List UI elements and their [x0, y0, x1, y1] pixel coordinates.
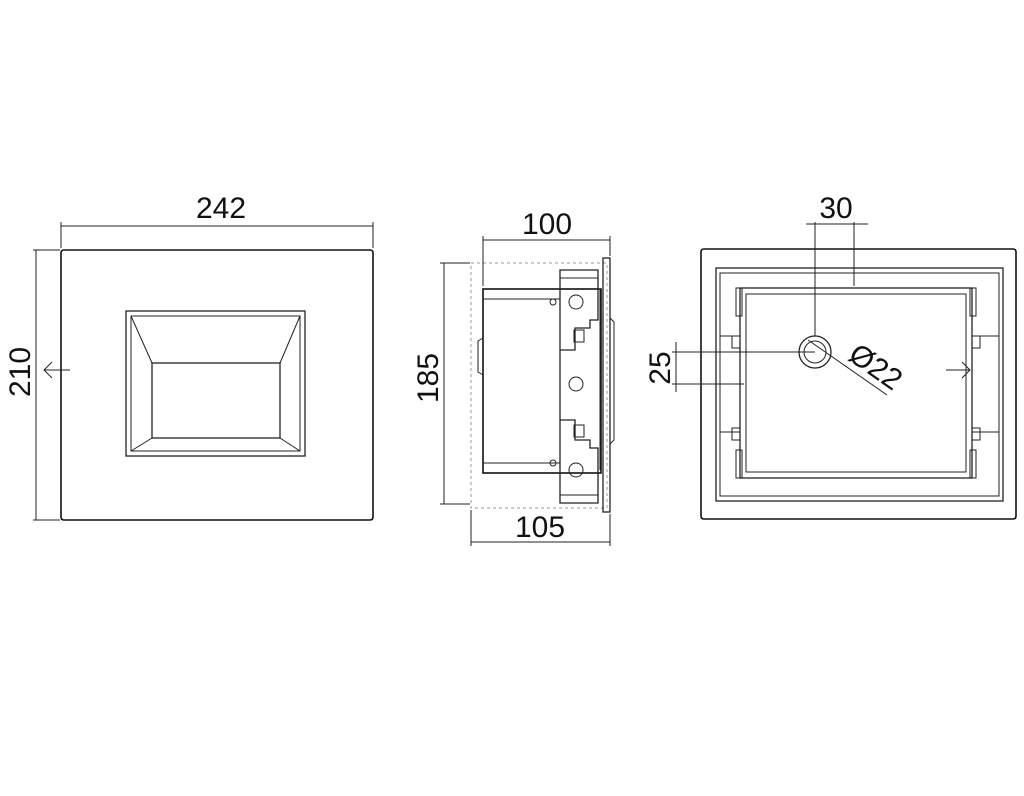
side-bracket — [559, 269, 599, 504]
side-bottom-dimension: 105 — [470, 510, 611, 546]
side-top-label: 100 — [522, 208, 572, 241]
side-front-plate — [602, 257, 611, 513]
back-hole-height-dimension: 25 — [644, 342, 815, 392]
back-view: 30 25 Ø22 — [644, 192, 1017, 520]
side-height-dimension: 185 — [412, 262, 470, 505]
side-housing — [482, 288, 602, 474]
front-window-outer — [125, 310, 306, 457]
back-hole-offset-label: 30 — [819, 192, 852, 225]
front-plate-outline — [60, 249, 374, 521]
front-window-bevel — [130, 315, 301, 452]
side-bottom-label: 105 — [515, 511, 565, 544]
back-hole-diameter-label: Ø22 — [843, 337, 908, 397]
back-hole-offset-dimension: 30 — [806, 192, 868, 336]
front-height-label: 210 — [4, 347, 37, 397]
front-height-dimension: 210 — [4, 249, 60, 521]
front-width-label: 242 — [196, 192, 246, 225]
side-hidden-outline — [470, 262, 608, 509]
side-view: 100 185 105 — [412, 208, 615, 546]
front-window-inner — [151, 362, 281, 439]
front-view: 242 210 — [4, 192, 374, 521]
back-box-inner — [739, 287, 973, 479]
back-plate-outline — [700, 248, 1017, 520]
front-view-arrow-icon — [43, 361, 70, 379]
back-view-arrow-icon — [946, 361, 971, 379]
side-height-label: 185 — [412, 353, 445, 403]
side-top-dimension: 100 — [482, 208, 611, 286]
back-hole-diameter-dimension: Ø22 — [807, 337, 908, 397]
back-hole-height-label: 25 — [644, 351, 677, 384]
back-box-outer — [715, 267, 1004, 502]
front-width-dimension: 242 — [60, 192, 374, 248]
